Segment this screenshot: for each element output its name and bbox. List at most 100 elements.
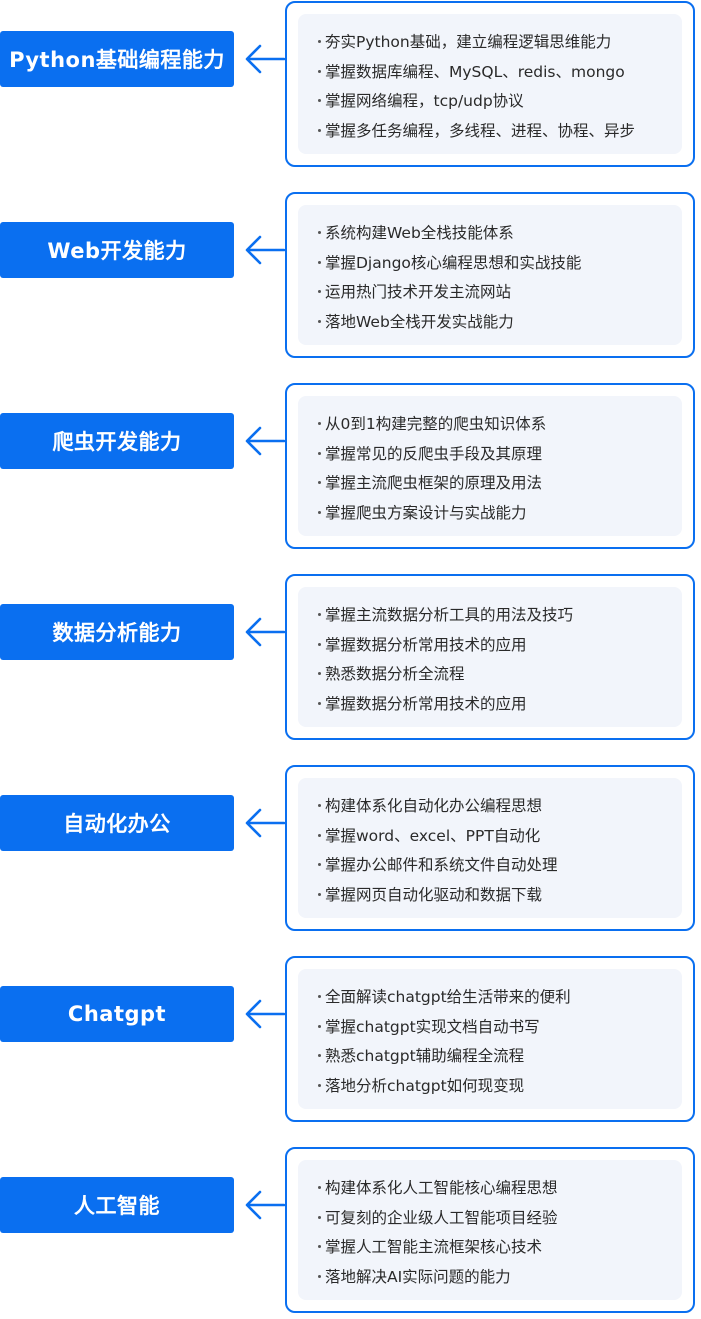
bullet-dot-icon (318, 995, 321, 998)
bullet-dot-icon (318, 892, 321, 896)
module-card: 全面解读chatgpt给生活带来的便利掌握chatgpt实现文档自动书写熟悉ch… (285, 956, 695, 1122)
module-label: Chatgpt (0, 986, 234, 1042)
module-row-4: 数据分析能力 掌握主流数据分析工具的用法及技巧掌握数据分析常用技术的应用熟悉数据… (0, 574, 701, 744)
module-item-text: 从0到1构建完整的爬虫知识体系 (325, 415, 547, 433)
module-label: 人工智能 (0, 1177, 234, 1233)
bullet-dot-icon (318, 1186, 321, 1189)
bullet-dot-icon (318, 804, 321, 807)
module-item-text: 掌握办公邮件和系统文件自动处理 (325, 856, 558, 874)
module-card: 掌握主流数据分析工具的用法及技巧掌握数据分析常用技术的应用熟悉数据分析全流程掌握… (285, 574, 695, 740)
bullet-dot-icon (318, 1245, 321, 1248)
module-item-list: 系统构建Web全栈技能体系掌握Django核心编程思想和实战技能运用热门技术开发… (298, 205, 682, 345)
module-card: 从0到1构建完整的爬虫知识体系掌握常见的反爬虫手段及其原理掌握主流爬虫框架的原理… (285, 383, 695, 549)
module-item-text: 掌握网络编程，tcp/udp协议 (325, 92, 524, 110)
module-item-text: 掌握chatgpt实现文档自动书写 (325, 1017, 540, 1036)
module-row-2: Web开发能力 系统构建Web全栈技能体系掌握Django核心编程思想和实战技能… (0, 192, 701, 362)
module-item: 掌握数据库编程、MySQL、redis、mongo (318, 58, 682, 88)
module-row-5: 自动化办公 构建体系化自动化办公编程思想掌握word、excel、PPT自动化掌… (0, 765, 701, 935)
bullet-dot-icon (318, 642, 321, 646)
module-label: Python基础编程能力 (0, 31, 234, 87)
module-item: 落地解决AI实际问题的能力 (318, 1263, 682, 1293)
module-item: 落地分析chatgpt如何现变现 (318, 1072, 682, 1102)
module-item: 构建体系化人工智能核心编程思想 (318, 1174, 682, 1204)
module-row-7: 人工智能 构建体系化人工智能核心编程思想可复刻的企业级人工智能项目经验掌握人工智… (0, 1147, 701, 1317)
module-item: 掌握主流数据分析工具的用法及技巧 (318, 601, 682, 631)
module-item-text: 掌握多任务编程，多线程、进程、协程、异步 (325, 121, 636, 140)
module-item: 掌握Django核心编程思想和实战技能 (318, 249, 682, 279)
module-item: 夯实Python基础，建立编程逻辑思维能力 (318, 28, 682, 58)
module-item: 掌握word、excel、PPT自动化 (318, 822, 682, 852)
module-card: 构建体系化自动化办公编程思想掌握word、excel、PPT自动化掌握办公邮件和… (285, 765, 695, 931)
bullet-dot-icon (318, 1054, 321, 1057)
bullet-dot-icon (318, 481, 321, 484)
module-item-text: 全面解读chatgpt给生活带来的便利 (325, 988, 571, 1006)
module-card: 构建体系化人工智能核心编程思想可复刻的企业级人工智能项目经验掌握人工智能主流框架… (285, 1147, 695, 1313)
bullet-dot-icon (318, 1215, 321, 1219)
bullet-dot-icon (318, 231, 321, 234)
module-item: 掌握chatgpt实现文档自动书写 (318, 1013, 682, 1043)
module-item: 全面解读chatgpt给生活带来的便利 (318, 983, 682, 1013)
module-row-1: Python基础编程能力 夯实Python基础，建立编程逻辑思维能力掌握数据库编… (0, 1, 701, 171)
bullet-dot-icon (318, 451, 321, 455)
module-item: 掌握人工智能主流框架核心技术 (318, 1233, 682, 1263)
module-item: 掌握数据分析常用技术的应用 (318, 631, 682, 661)
bullet-dot-icon (318, 672, 321, 675)
module-item-text: 掌握数据分析常用技术的应用 (325, 694, 527, 713)
module-item: 可复刻的企业级人工智能项目经验 (318, 1204, 682, 1234)
module-item: 掌握爬虫方案设计与实战能力 (318, 499, 682, 529)
module-item: 熟悉chatgpt辅助编程全流程 (318, 1042, 682, 1072)
module-item-text: 可复刻的企业级人工智能项目经验 (325, 1208, 558, 1227)
arrow-left-icon (245, 617, 286, 647)
module-item-text: 掌握主流数据分析工具的用法及技巧 (325, 606, 574, 624)
bullet-dot-icon (318, 40, 321, 43)
bullet-dot-icon (318, 613, 321, 616)
module-item-text: 构建体系化自动化办公编程思想 (325, 797, 543, 815)
module-row-6: Chatgpt 全面解读chatgpt给生活带来的便利掌握chatgpt实现文档… (0, 956, 701, 1126)
bullet-dot-icon (318, 863, 321, 866)
module-item-list: 构建体系化自动化办公编程思想掌握word、excel、PPT自动化掌握办公邮件和… (298, 778, 682, 918)
module-item-list: 全面解读chatgpt给生活带来的便利掌握chatgpt实现文档自动书写熟悉ch… (298, 969, 682, 1109)
module-item-text: 熟悉chatgpt辅助编程全流程 (325, 1047, 525, 1065)
module-item: 掌握主流爬虫框架的原理及用法 (318, 469, 682, 499)
arrow-left-icon (245, 235, 286, 265)
module-label: 数据分析能力 (0, 604, 234, 660)
module-item-text: 掌握数据库编程、MySQL、redis、mongo (325, 62, 625, 81)
bullet-dot-icon (318, 1024, 321, 1028)
module-item-text: 系统构建Web全栈技能体系 (325, 224, 514, 242)
module-item: 掌握办公邮件和系统文件自动处理 (318, 851, 682, 881)
module-item-text: 掌握常见的反爬虫手段及其原理 (325, 444, 543, 463)
module-item-list: 构建体系化人工智能核心编程思想可复刻的企业级人工智能项目经验掌握人工智能主流框架… (298, 1160, 682, 1300)
bullet-dot-icon (318, 1083, 321, 1087)
module-label: Web开发能力 (0, 222, 234, 278)
arrow-left-icon (245, 999, 286, 1029)
module-label: 自动化办公 (0, 795, 234, 851)
module-item-text: 掌握word、excel、PPT自动化 (325, 826, 541, 845)
bullet-dot-icon (318, 319, 321, 323)
bullet-dot-icon (318, 422, 321, 425)
module-item: 从0到1构建完整的爬虫知识体系 (318, 410, 682, 440)
module-item-text: 掌握网页自动化驱动和数据下载 (325, 885, 543, 904)
module-item-text: 落地解决AI实际问题的能力 (325, 1267, 511, 1286)
module-item-text: 构建体系化人工智能核心编程思想 (325, 1179, 558, 1197)
arrow-left-icon (245, 808, 286, 838)
module-item: 掌握网页自动化驱动和数据下载 (318, 881, 682, 911)
module-item: 运用热门技术开发主流网站 (318, 278, 682, 308)
bullet-dot-icon (318, 290, 321, 293)
module-item-list: 掌握主流数据分析工具的用法及技巧掌握数据分析常用技术的应用熟悉数据分析全流程掌握… (298, 587, 682, 727)
module-item-text: 落地分析chatgpt如何现变现 (325, 1076, 525, 1095)
arrow-left-icon (245, 44, 286, 74)
module-item-text: 掌握爬虫方案设计与实战能力 (325, 503, 527, 522)
arrow-left-icon (245, 1190, 286, 1220)
module-item-text: 掌握主流爬虫框架的原理及用法 (325, 474, 543, 492)
bullet-dot-icon (318, 510, 321, 514)
module-item-text: 落地Web全栈开发实战能力 (325, 312, 514, 331)
bullet-dot-icon (318, 99, 321, 102)
module-item-text: 掌握数据分析常用技术的应用 (325, 635, 527, 654)
module-card: 系统构建Web全栈技能体系掌握Django核心编程思想和实战技能运用热门技术开发… (285, 192, 695, 358)
module-item: 掌握数据分析常用技术的应用 (318, 690, 682, 720)
module-item: 掌握常见的反爬虫手段及其原理 (318, 440, 682, 470)
module-item: 系统构建Web全栈技能体系 (318, 219, 682, 249)
bullet-dot-icon (318, 128, 321, 132)
module-item-text: 掌握人工智能主流框架核心技术 (325, 1238, 543, 1256)
